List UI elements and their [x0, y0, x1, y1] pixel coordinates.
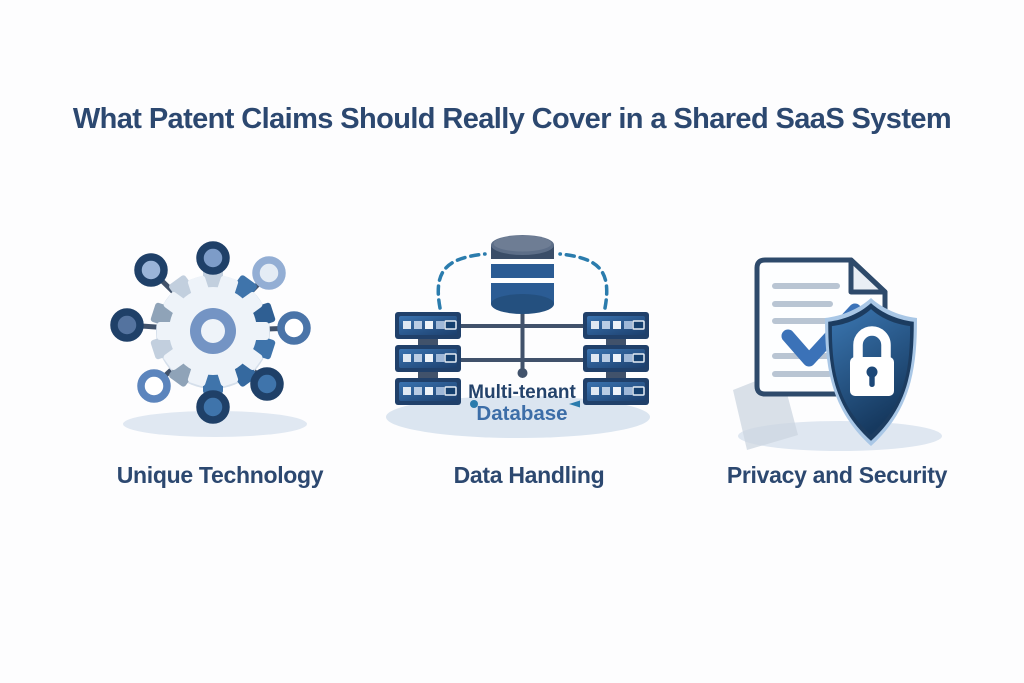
padlock-icon [850, 326, 894, 396]
gear-network-icon [110, 241, 311, 437]
database-caption-line2: Database [476, 402, 567, 425]
bus-lines [461, 312, 584, 370]
security-shield [825, 298, 917, 446]
server-stack-left [395, 312, 461, 405]
database-cylinder [491, 235, 554, 314]
bus-node-dot [517, 368, 528, 378]
shadow-ellipse [386, 396, 650, 438]
item-label-data-handling: Data Handling [453, 462, 605, 488]
database-caption-line1: Multi-tenant [468, 382, 576, 403]
document-shield-icon [733, 257, 942, 451]
caption-right-arrow [569, 400, 580, 408]
server-stack-right [583, 312, 649, 405]
dashed-connectors [436, 252, 609, 310]
network-nodes [110, 241, 311, 424]
privacy-security-figure [725, 238, 965, 456]
data-handling-figure: Multi-tenant Database [385, 230, 660, 442]
multi-tenant-database-icon: Multi-tenant Database [386, 235, 650, 438]
caption-left-dot [470, 400, 478, 408]
item-label-privacy-and-security: Privacy and Security [726, 462, 948, 488]
shadow-ellipse [123, 411, 307, 437]
item-label-unique-technology: Unique Technology [116, 462, 324, 488]
unique-technology-figure [100, 228, 345, 443]
gear-hub-center [201, 319, 225, 343]
page-title: What Patent Claims Should Really Cover i… [72, 103, 952, 135]
